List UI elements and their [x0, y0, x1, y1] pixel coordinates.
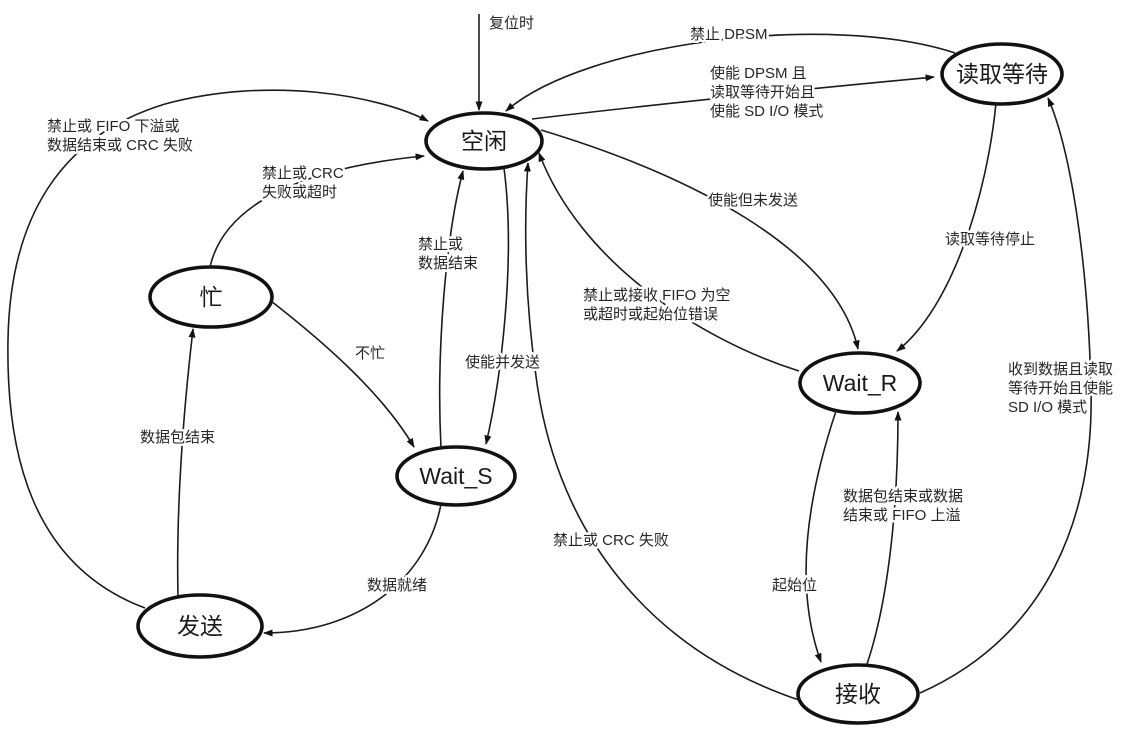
- state-idle-label: 空闲: [461, 128, 507, 154]
- state-read-wait: [940, 42, 1064, 106]
- edge-busy-to-wait-s-label: 不忙: [355, 345, 385, 362]
- edge-send-to-busy-label: 数据包结束: [140, 429, 215, 446]
- edge-read-wait-to-idle: [505, 33, 956, 112]
- edge-idle-to-wait-r-label: 使能但未发送: [708, 192, 798, 209]
- edge-receive-to-read-wait: [919, 97, 1092, 694]
- edge-wait-r-to-idle: [538, 152, 800, 372]
- state-send: [136, 593, 264, 659]
- edge-read-wait-to-wait-r-label: 读取等待停止: [945, 230, 1035, 248]
- state-send-label: 发送: [177, 613, 223, 639]
- edge-receive-to-idle-label: 禁止或 CRC 失败: [553, 532, 669, 549]
- edge-busy-to-idle: [209, 153, 425, 268]
- edge-wait-s-to-send: [263, 503, 442, 637]
- edge-send-to-idle-label: 禁止或 FIFO 下溢或数据结束或 CRC 失败: [47, 118, 193, 154]
- state-receive-label: 接收: [835, 681, 881, 707]
- edge-wait-r-to-idle-label: 禁止或接收 FIFO 为空或超时或起始位错误: [583, 287, 731, 323]
- state-read-wait-label: 读取等待: [956, 61, 1048, 87]
- edge-wait-s-to-send-label: 数据就绪: [367, 577, 427, 594]
- edge-idle-to-wait-s: [484, 167, 510, 445]
- state-wait-s-label: Wait_S: [419, 463, 492, 489]
- edge-wait-s-to-idle-label: 禁止或数据结束: [418, 236, 478, 272]
- edge-idle-to-read-wait: [531, 74, 935, 120]
- edge-idle-to-read-wait-label: 使能 DPSM 且读取等待开始且使能 SD I/O 模式: [710, 65, 823, 120]
- state-busy-label: 忙: [200, 284, 223, 310]
- edge-read-wait-to-idle-label: 禁止 DPSM: [690, 26, 768, 43]
- edge-send-to-idle: [7, 89, 429, 609]
- edges-layer: [7, 14, 1092, 701]
- state-wait-r-label: Wait_R: [823, 370, 898, 396]
- edge-receive-to-wait-r-label: 数据包结束或数据结束或 FIFO 上溢: [843, 488, 963, 524]
- edge-idle-to-wait-r: [540, 129, 860, 350]
- edge-receive-to-wait-r: [866, 411, 902, 665]
- edge-wait-s-to-idle: [438, 170, 465, 449]
- edge-wait-r-to-receive-label: 起始位: [772, 577, 817, 594]
- state-busy: [148, 265, 274, 329]
- state-idle: [424, 111, 544, 171]
- state-receive: [796, 663, 920, 725]
- edge-read-wait-to-wait-r: [896, 102, 997, 352]
- edge-busy-to-wait-s: [270, 300, 415, 448]
- state-wait-r: [798, 351, 922, 415]
- state-wait-s: [395, 445, 517, 507]
- edge-send-to-busy: [176, 328, 196, 597]
- edge-reset-to-idle-label: 复位时: [489, 14, 534, 32]
- edge-wait-r-to-receive: [805, 410, 837, 663]
- edge-receive-to-idle: [523, 162, 800, 701]
- edge-idle-to-wait-s-label: 使能并发送: [465, 354, 540, 371]
